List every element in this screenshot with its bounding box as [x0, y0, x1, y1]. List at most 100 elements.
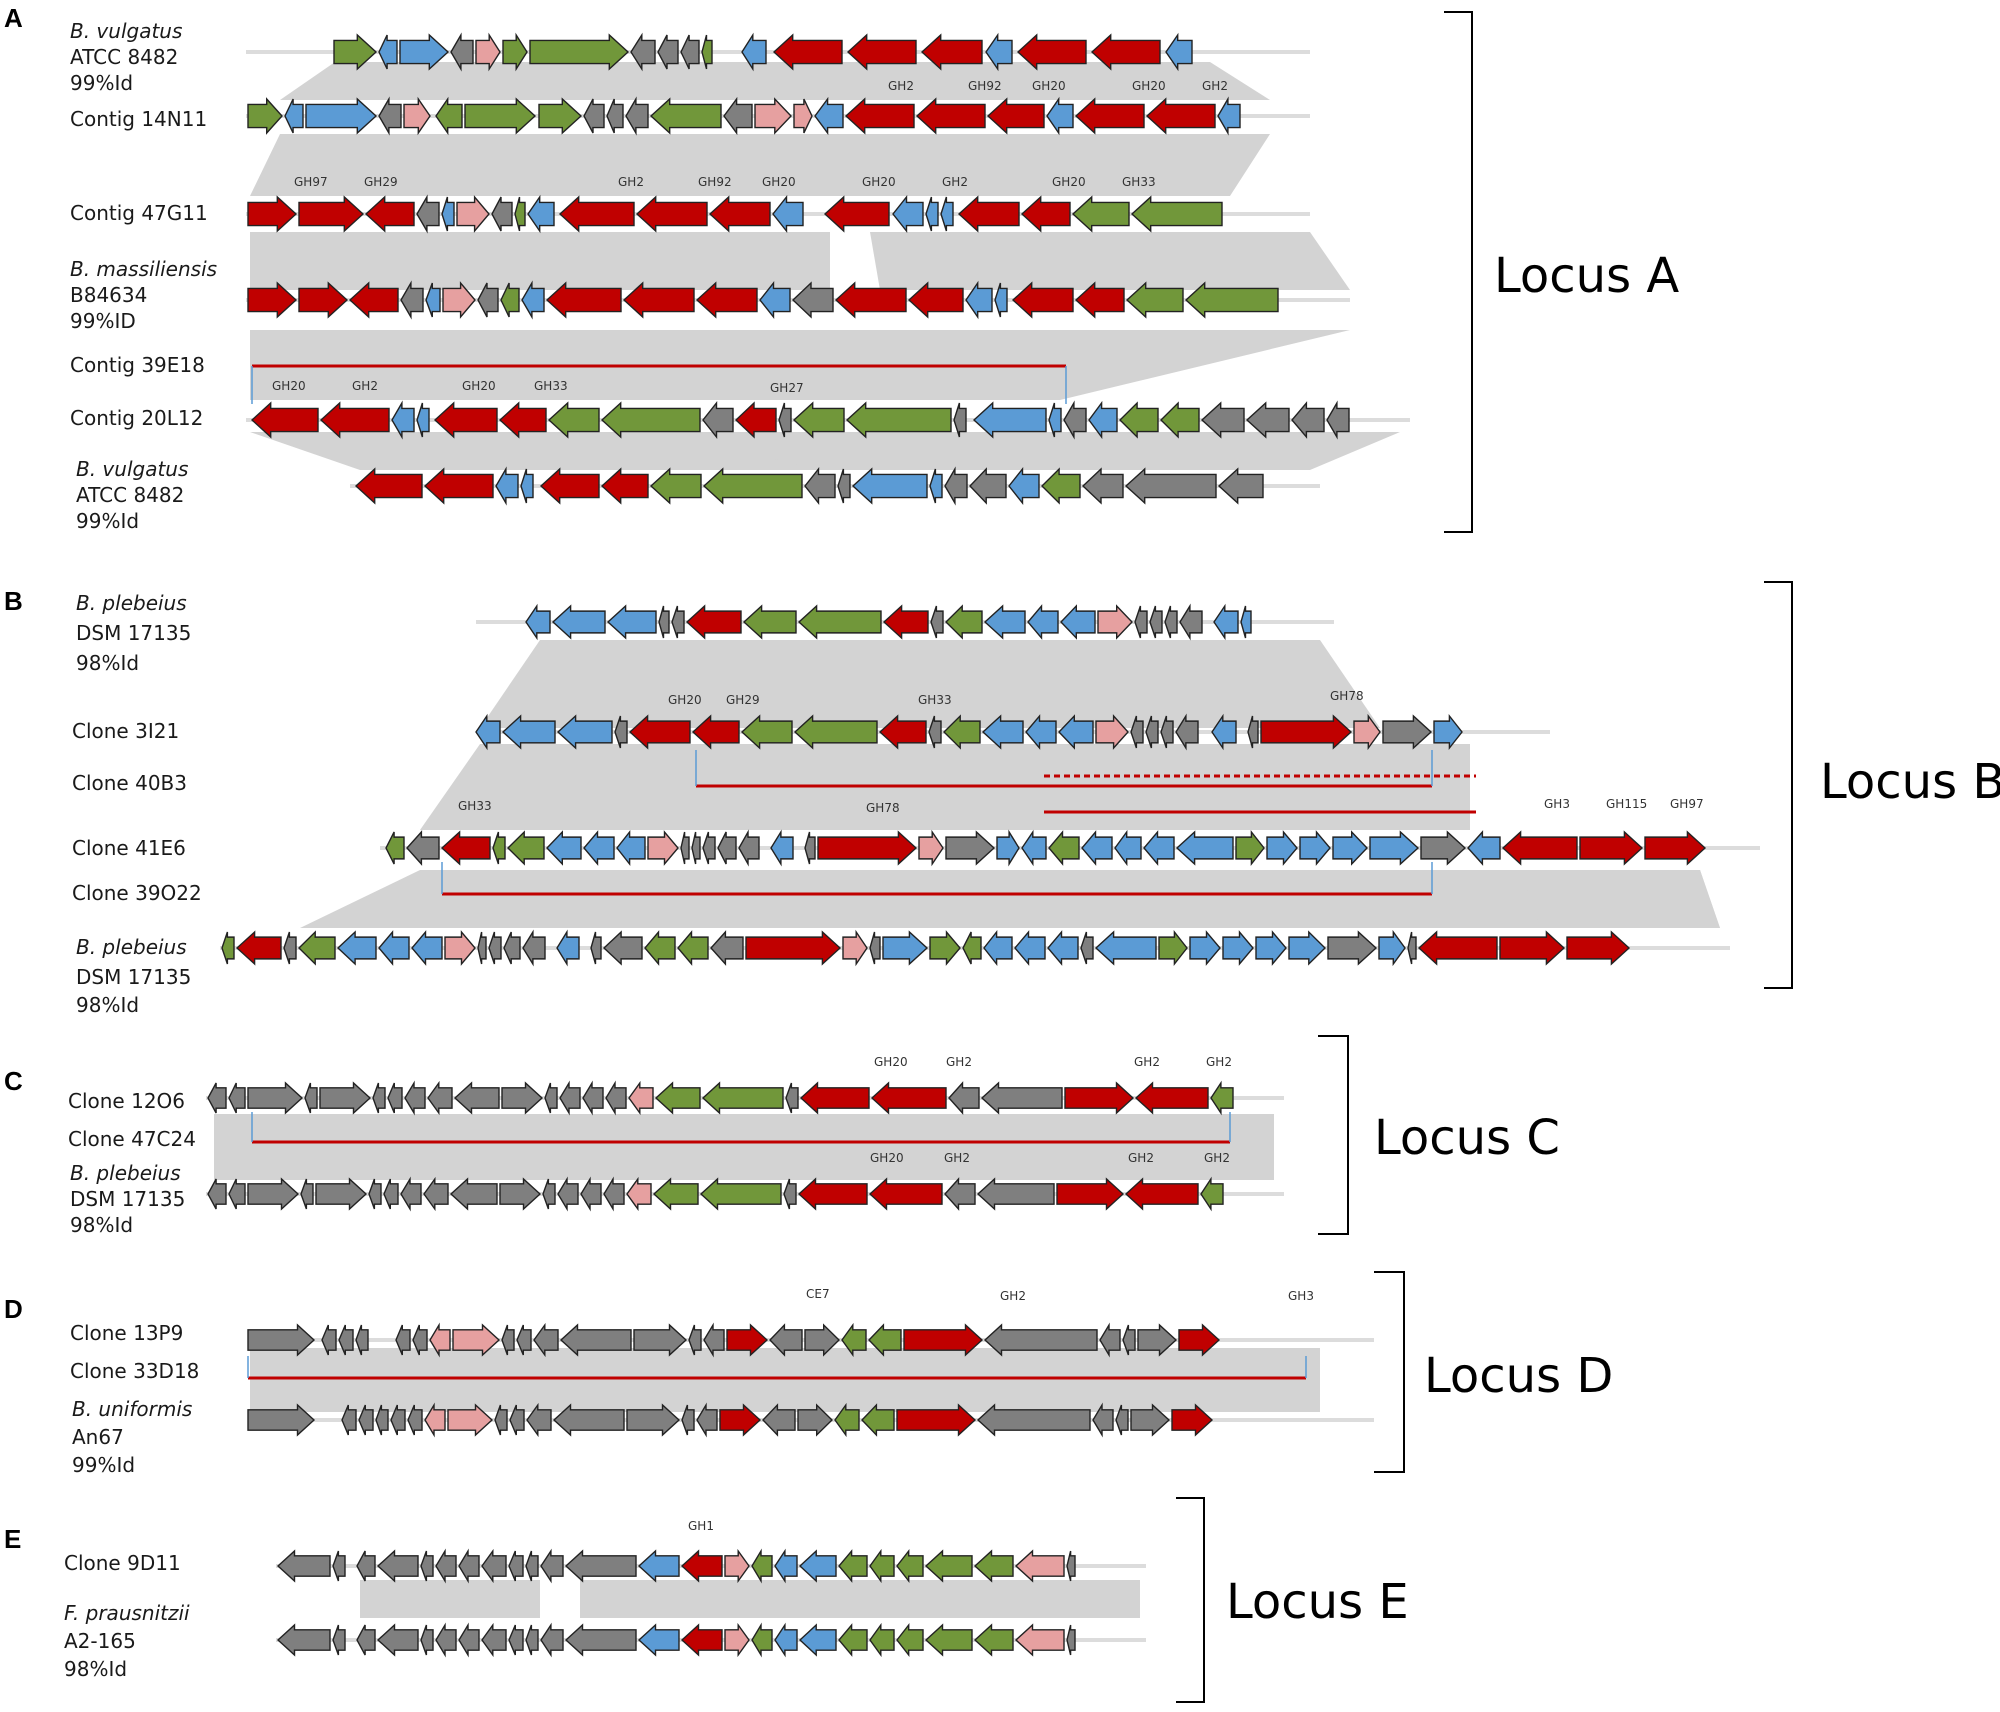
gene-arrow: [558, 195, 635, 233]
gene-arrow: [751, 1622, 773, 1658]
panel-letter-b: B: [4, 586, 23, 616]
gh-label: GH97: [294, 175, 328, 189]
gene-arrow: [1115, 1404, 1129, 1436]
gene-arrow: [1094, 930, 1157, 966]
gene-arrow: [948, 1081, 980, 1115]
gene-arrow: [228, 1178, 246, 1210]
gh-label: GH2: [946, 1055, 972, 1069]
gene-arrow: [385, 831, 405, 865]
gene-arrow: [247, 1081, 304, 1115]
gene-arrow: [710, 930, 744, 966]
gene-arrow: [838, 1623, 868, 1657]
gene-arrow: [420, 1624, 434, 1656]
gene-arrow: [539, 467, 600, 505]
gene-arrow: [383, 1178, 399, 1210]
gene-arrow: [529, 33, 630, 71]
gene-arrow: [503, 931, 521, 965]
gene-arrow: [869, 931, 881, 965]
track-label: 98%Id: [70, 1213, 133, 1237]
gh-label: GH92: [968, 79, 1002, 93]
gene-arrow: [499, 1177, 542, 1211]
track-label: DSM 17135: [76, 621, 191, 645]
gene-arrow: [333, 33, 378, 71]
gene-arrow: [1211, 713, 1237, 751]
gene-arrow: [814, 96, 844, 136]
gene-arrow: [1178, 1323, 1221, 1357]
panel-c: C Clone 12O6 Clone 47C24 B. plebeius DSM…: [4, 1055, 1560, 1237]
gene-arrow: [247, 195, 298, 233]
gene-arrow: [671, 605, 685, 639]
gene-arrow: [896, 1403, 977, 1437]
gene-arrow: [701, 1081, 784, 1115]
gene-arrow: [376, 1623, 419, 1657]
gene-arrow: [637, 1623, 680, 1657]
track-label: ATCC 8482: [76, 483, 184, 507]
gh-label: GH2: [618, 175, 644, 189]
gene-arrow: [1165, 32, 1193, 72]
gh-label: GH29: [726, 693, 760, 707]
homology-band: [360, 1580, 540, 1618]
gene-arrow: [792, 401, 845, 439]
gene-arrow: [1041, 467, 1081, 505]
gene-arrow: [304, 1082, 318, 1114]
gene-arrow: [557, 1176, 579, 1212]
gene-arrow: [1097, 604, 1133, 640]
gene-arrow: [475, 32, 501, 72]
gene-arrow: [522, 929, 546, 967]
gene-arrow: [354, 467, 423, 505]
gene-arrow: [915, 97, 986, 135]
gh-label: GH2: [1206, 1055, 1232, 1069]
gene-arrow: [501, 714, 556, 750]
gene-arrow: [798, 1549, 837, 1583]
gene-arrow: [1020, 195, 1071, 233]
gene-arrow: [708, 195, 771, 233]
gene-arrow: [793, 714, 878, 750]
gene-arrow: [868, 1323, 902, 1357]
gene-arrow: [1210, 1080, 1234, 1116]
panel-letter-e: E: [4, 1524, 21, 1554]
gene-arrow: [247, 281, 298, 319]
gene-arrow: [540, 1622, 564, 1658]
gh-label: GH2: [942, 175, 968, 189]
gene-arrow: [1014, 1549, 1065, 1583]
gene-arrow: [495, 466, 519, 506]
gene-arrow: [920, 33, 983, 71]
gene-arrow: [774, 1548, 798, 1584]
gene-arrow: [769, 1323, 803, 1357]
gene-arrow: [804, 831, 816, 865]
gene-arrow: [378, 34, 398, 70]
gene-arrow: [400, 280, 424, 320]
clone-coverage-lines: [247, 364, 1476, 1380]
gene-arrow: [976, 1177, 1055, 1211]
gene-arrow: [1160, 715, 1174, 749]
gene-arrow: [929, 930, 961, 966]
gene-arrow: [1369, 830, 1420, 866]
gene-arrow: [412, 1324, 428, 1356]
gene-arrow: [723, 96, 753, 136]
gene-arrow: [1184, 281, 1279, 319]
gene-arrow: [348, 281, 399, 319]
gene-arrow: [1200, 1176, 1224, 1212]
gene-arrow: [1326, 400, 1350, 440]
gene-arrow: [583, 830, 615, 866]
gh-label: GH27: [770, 381, 804, 395]
gh-label: GH20: [874, 1055, 908, 1069]
gene-arrow: [458, 1622, 480, 1658]
gh-label: GH20: [1032, 79, 1066, 93]
gene-arrow: [680, 1549, 723, 1583]
gene-arrow: [298, 195, 365, 233]
gene-arrow: [798, 1623, 837, 1657]
gene-arrow: [985, 32, 1013, 72]
gene-arrow: [458, 1548, 480, 1584]
gene-arrow: [500, 282, 520, 318]
panel-a: A B. vulgatus ATCC 8482 99%Id Contig 14N…: [4, 3, 1679, 533]
gene-arrow: [1048, 402, 1062, 438]
track-label: Clone 12O6: [68, 1089, 185, 1113]
gene-arrow: [319, 1081, 372, 1115]
gene-arrow: [453, 1081, 500, 1115]
gene-arrow: [321, 1324, 337, 1356]
gene-arrow: [284, 98, 304, 134]
gene-arrow: [1088, 400, 1118, 440]
gene-arrow: [435, 1622, 457, 1658]
gene-arrow: [868, 1177, 943, 1211]
